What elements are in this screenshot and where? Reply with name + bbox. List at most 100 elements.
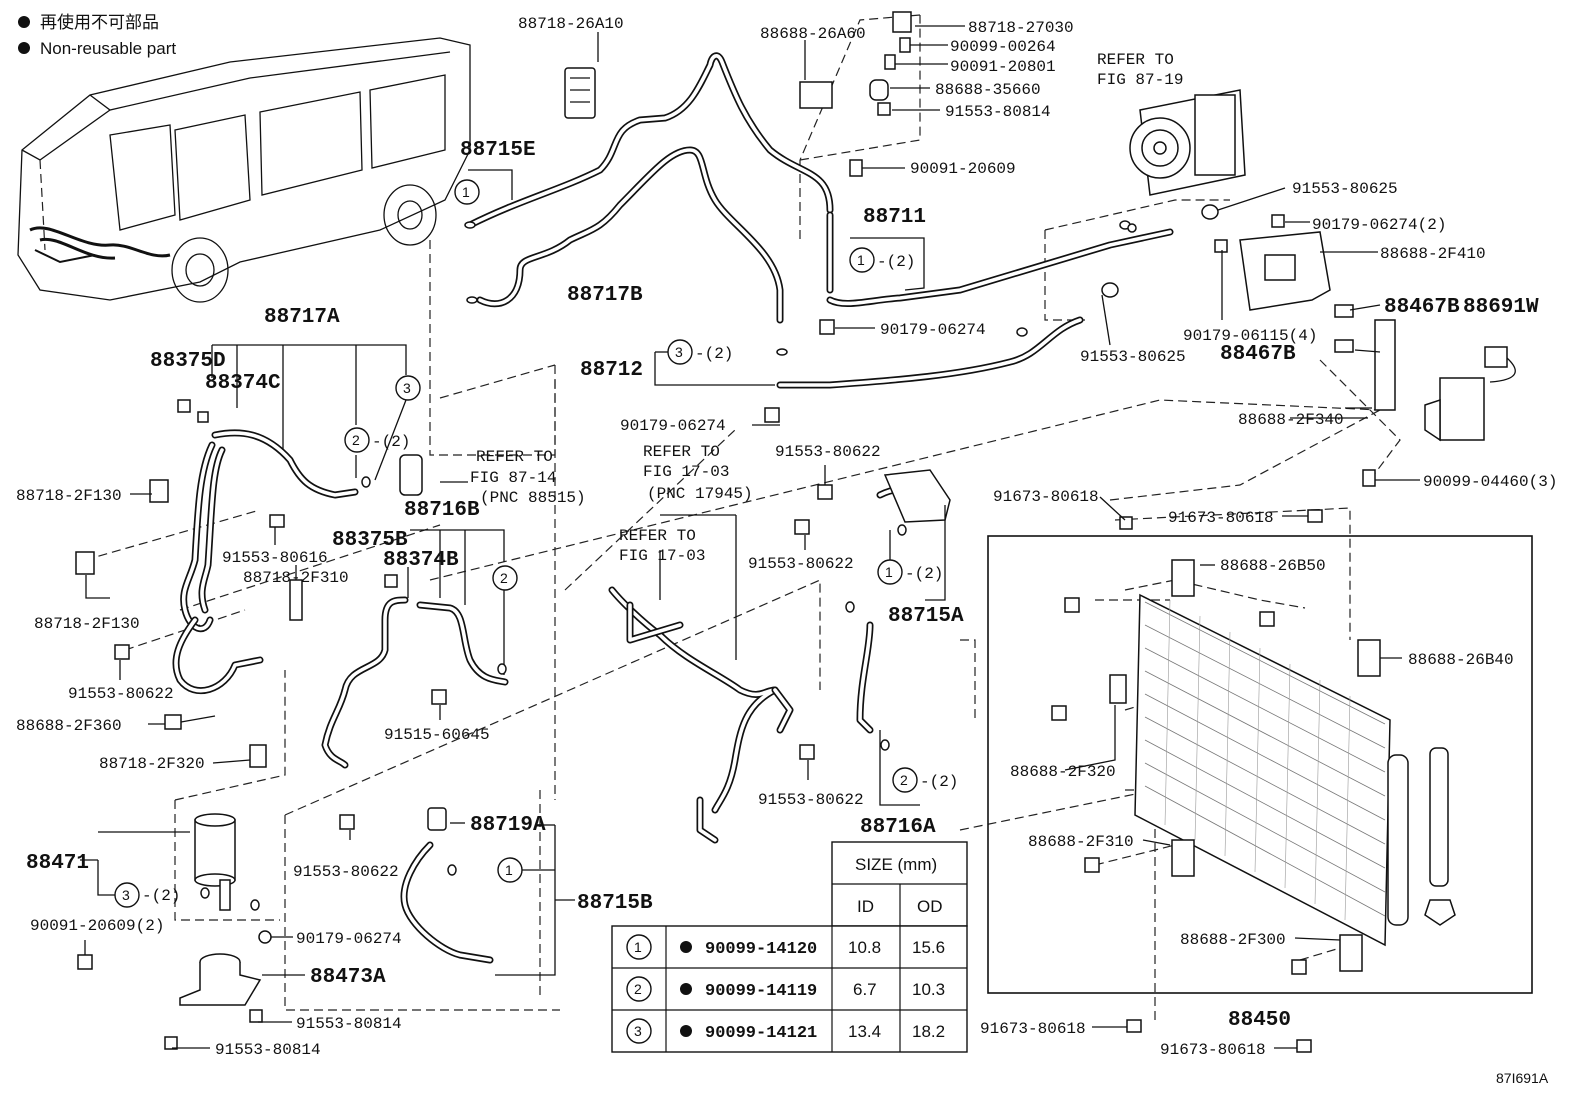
- part-label: 88688-26B40: [1408, 651, 1514, 669]
- table-header-id: ID: [857, 897, 874, 916]
- table-header-size: SIZE (mm): [855, 855, 937, 874]
- assembly-label: 88374B: [383, 549, 459, 572]
- row-od: 18.2: [912, 1022, 945, 1041]
- assembly-label: 88715B: [577, 892, 653, 915]
- row-od: 10.3: [912, 980, 945, 999]
- clamp-88718-2f130-icon: [149, 479, 169, 503]
- clamp-88718-2f130-icon: [75, 551, 95, 575]
- part-label: 90179-06115(4): [1183, 327, 1317, 345]
- assembly-label: 88471: [26, 852, 89, 875]
- table-header-od: OD: [917, 897, 943, 916]
- pressure-switch-88691w-icon: [1439, 377, 1485, 441]
- part-label: 88718-2F320: [99, 755, 205, 773]
- clamp-88718-26a10-icon: [564, 67, 596, 119]
- part-label: 88718-2F130: [34, 615, 140, 633]
- row-part-number: 90099-14120: [705, 940, 817, 959]
- part-label: 91553-80622: [748, 555, 854, 573]
- part-label: 91515-60645: [384, 726, 490, 744]
- callout-number: 2: [352, 432, 360, 448]
- quantity-label: -(2): [142, 887, 180, 905]
- row-od: 15.6: [912, 938, 945, 957]
- part-shapes: [75, 11, 1533, 1053]
- part-label: 91673-80618: [1168, 509, 1274, 527]
- part-label: 88688-2F340: [1238, 411, 1344, 429]
- non-reusable-dot-icon: [680, 941, 692, 953]
- part-label: 91553-80814: [945, 103, 1051, 121]
- callout-number: 1: [505, 862, 513, 878]
- part-label: 91553-80814: [215, 1041, 321, 1059]
- part-label: 90099-00264: [950, 38, 1056, 56]
- part-label: 91553-80622: [68, 685, 174, 703]
- part-label: 90179-06274: [880, 321, 986, 339]
- assembly-label: 88375B: [332, 529, 408, 552]
- part-label: 90179-06274(2): [1312, 216, 1446, 234]
- bracket-88715a-icon: [883, 469, 951, 523]
- part-label: 90179-06274: [620, 417, 726, 435]
- sensor-88467b-icon: [1334, 339, 1354, 353]
- row-number: 1: [634, 939, 642, 955]
- callout-number: 2: [500, 570, 508, 586]
- van-illustration: [17, 37, 471, 303]
- part-label: 88688-26B50: [1220, 557, 1326, 575]
- quantity-label: -(2): [920, 773, 958, 791]
- refer-to-pnc: (PNC 17945): [647, 485, 753, 503]
- non-reusable-dot-icon: [680, 1025, 692, 1037]
- connector-icon: [1484, 346, 1508, 368]
- assembly-label: 88716B: [404, 499, 480, 522]
- table-row: 3 90099-14121 13.4 18.2: [626, 1018, 945, 1044]
- assembly-label: 88711: [863, 206, 926, 229]
- part-label: 88688-35660: [935, 81, 1041, 99]
- row-number: 3: [634, 1023, 642, 1039]
- assembly-label: 88717A: [264, 306, 340, 329]
- part-label: 88688-2F410: [1380, 245, 1486, 263]
- refer-to-pnc: (PNC 88515): [480, 489, 586, 507]
- table-row: 2 90099-14119 6.7 10.3: [626, 976, 945, 1002]
- part-label: 88718-27030: [968, 19, 1074, 37]
- quantity-label: -(2): [372, 433, 410, 451]
- assembly-label: 88374C: [205, 372, 281, 395]
- assembly-label: 88375D: [150, 350, 226, 373]
- refer-to-fig: FIG 87-14: [470, 469, 556, 487]
- assembly-label: 88450: [1228, 1009, 1291, 1032]
- part-label: 88688-2F320: [1010, 763, 1116, 781]
- refer-to-fig: FIG 87-19: [1097, 71, 1183, 89]
- dryer-88471-icon: [194, 813, 236, 911]
- clamp-88718-27030-icon: [892, 11, 912, 33]
- legend-en: Non-reusable part: [40, 39, 176, 58]
- bolt-icons: [77, 37, 1376, 1053]
- assembly-label: 88467B: [1384, 296, 1460, 319]
- assembly-label: 88473A: [310, 966, 386, 989]
- part-label: 88688-2F300: [1180, 931, 1286, 949]
- callout-number: 3: [675, 344, 683, 360]
- quantity-label: -(2): [695, 345, 733, 363]
- refer-to-label: REFER TO: [476, 448, 553, 466]
- non-reusable-dot-icon: [18, 16, 30, 28]
- assembly-label: 88691W: [1463, 296, 1539, 319]
- refer-to-fig: FIG 17-03: [619, 547, 705, 565]
- part-label: 91673-80618: [980, 1020, 1086, 1038]
- bracket-88688-26a60-icon: [799, 81, 833, 109]
- bracket-88688-2f340-icon: [1374, 319, 1396, 411]
- leader-lines: [80, 25, 1420, 1049]
- callout-number: 2: [900, 772, 908, 788]
- o-ring-size-table: SIZE (mm) ID OD 1 90099-14120 10.8 15.6 …: [611, 841, 968, 1053]
- assembly-labels: 88715E 88717B 88711 88712 88467B 88467B …: [26, 139, 1539, 1032]
- non-reusable-dot-icon: [680, 983, 692, 995]
- row-id: 10.8: [848, 938, 881, 957]
- grommet-88688-35660-icon: [869, 79, 889, 101]
- part-label: 88718-26A10: [518, 15, 624, 33]
- assembly-label: 88719A: [470, 814, 546, 837]
- pipe-lines: [172, 52, 1174, 964]
- quantity-label: -(2): [877, 253, 915, 271]
- row-id: 13.4: [848, 1022, 881, 1041]
- o-ring-icons: [200, 204, 1219, 944]
- condenser-frame: [987, 535, 1533, 994]
- part-label: 91553-80622: [293, 863, 399, 881]
- part-label: 88718-2F310: [243, 569, 349, 587]
- bracket-88473a-icon: [179, 953, 262, 1006]
- part-label: 88688-2F360: [16, 717, 122, 735]
- assembly-label: 88715A: [888, 605, 964, 628]
- assembly-label: 88715E: [460, 139, 536, 162]
- refer-to-label: REFER TO: [643, 443, 720, 461]
